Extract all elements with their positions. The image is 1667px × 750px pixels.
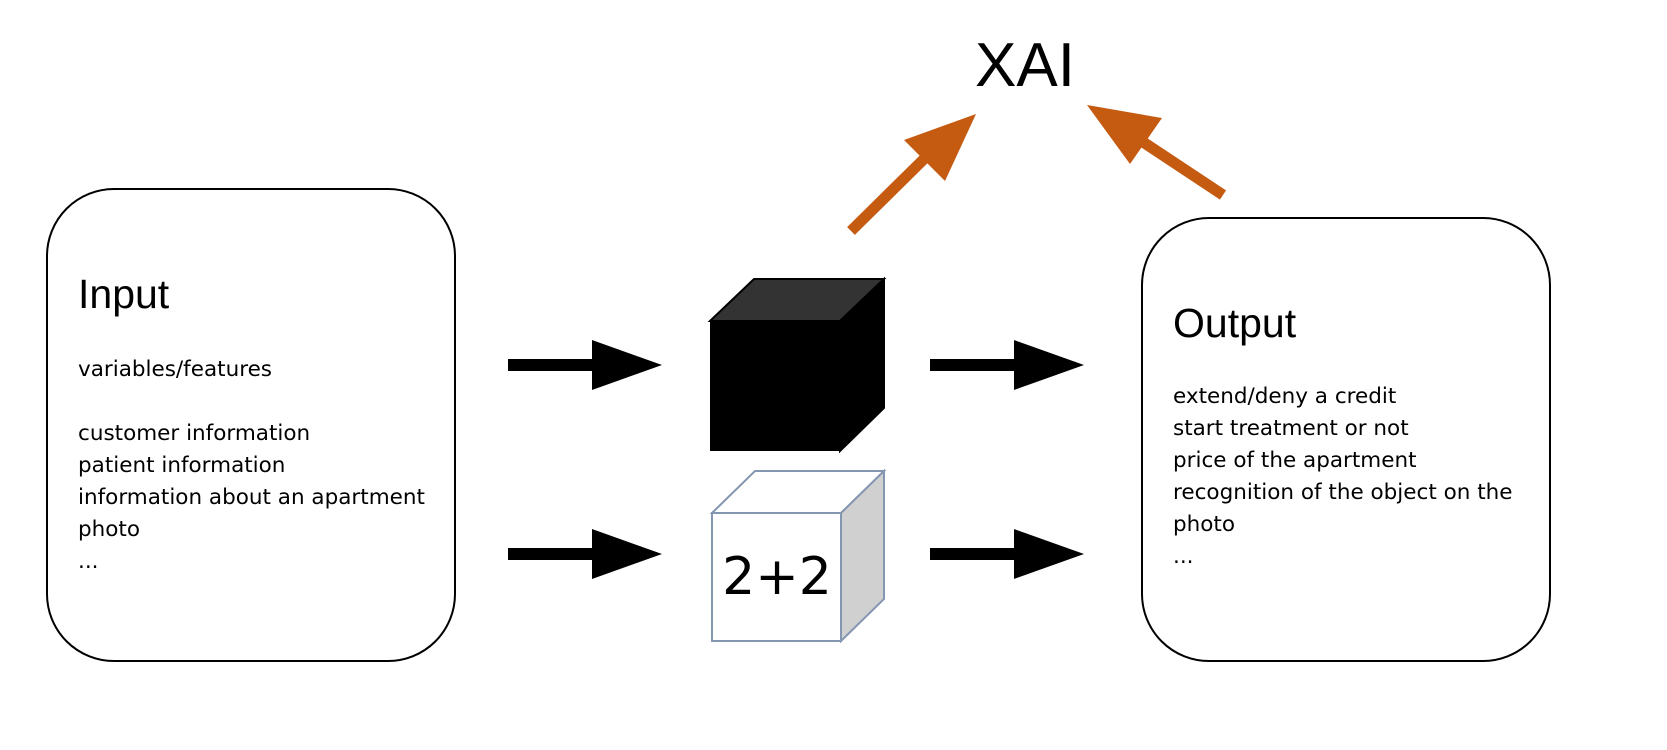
- black-box-model: [707, 276, 887, 454]
- list-item: information about an apartment: [78, 485, 425, 510]
- xai-label: XAI: [975, 31, 1075, 100]
- list-item: recognition of the object on the: [1173, 480, 1513, 505]
- list-item: photo: [1173, 512, 1236, 537]
- list-item: extend/deny a credit: [1173, 384, 1397, 409]
- white-box-model: [709, 468, 887, 644]
- input-title: Input: [78, 271, 170, 317]
- input-subtitle: variables/features: [78, 357, 273, 382]
- list-item: photo: [78, 517, 141, 542]
- xai-arrow-from-black-box: [847, 114, 976, 235]
- list-item: customer information: [78, 421, 311, 446]
- list-item: price of the apartment: [1173, 448, 1417, 473]
- input-box: Input variables/features customer inform…: [46, 188, 456, 662]
- black-box-front-face: [710, 321, 840, 451]
- list-item: start treatment or not: [1173, 416, 1409, 441]
- output-box: Output extend/deny a credit start treatm…: [1141, 217, 1551, 662]
- white-box-label: 2+2: [722, 547, 832, 607]
- arrow-input-to-black-box: [508, 340, 662, 390]
- output-title: Output: [1173, 300, 1297, 346]
- input-examples-list: customer information patient information…: [78, 418, 425, 578]
- arrow-white-box-to-output: [930, 529, 1084, 579]
- list-item: patient information: [78, 453, 286, 478]
- output-examples-list: extend/deny a credit start treatment or …: [1173, 381, 1513, 573]
- xai-arrow-from-output: [1087, 105, 1227, 200]
- white-box-front-face: [711, 512, 842, 642]
- list-item: ...: [1173, 544, 1194, 569]
- arrow-black-box-to-output: [930, 340, 1084, 390]
- list-item: ...: [78, 549, 99, 574]
- arrow-input-to-white-box: [508, 529, 662, 579]
